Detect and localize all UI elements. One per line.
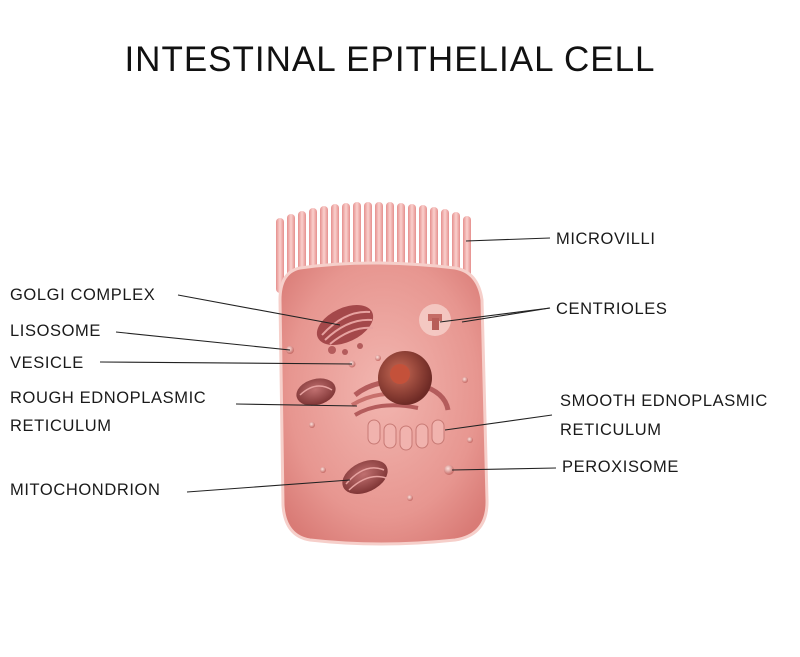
smooth-er: [367, 419, 445, 451]
label-smooth-er-line1: SMOOTH EDNOPLASMIC: [560, 392, 768, 410]
peroxisome: [444, 465, 454, 475]
leader-microvilli: [465, 237, 551, 242]
label-microvilli: MICROVILLI: [556, 230, 656, 248]
label-smooth-er-line2: RETICULUM: [560, 421, 662, 439]
golgi-complex: [316, 305, 374, 355]
leader-golgi: [177, 294, 341, 326]
centrioles: [419, 304, 451, 336]
leader-centrioles-b: [461, 307, 551, 323]
label-vesicle: VESICLE: [10, 354, 84, 372]
label-rough-er-line2: RETICULUM: [10, 417, 112, 435]
label-centrioles: CENTRIOLES: [556, 300, 668, 318]
mitochondrion-upper: [296, 378, 336, 406]
leader-peroxisome: [451, 467, 557, 471]
label-lisosome: LISOSOME: [10, 322, 101, 340]
leader-rough-er: [235, 403, 358, 407]
leader-centrioles-a: [439, 307, 551, 323]
nucleus: [378, 351, 432, 405]
leader-vesicle: [99, 361, 353, 365]
leader-lines: [99, 237, 557, 493]
leader-smooth-er: [444, 414, 553, 431]
label-golgi-complex: GOLGI COMPLEX: [10, 286, 156, 304]
diagram-title: INTESTINAL EPITHELIAL CELL: [124, 40, 656, 79]
label-peroxisome: PEROXISOME: [562, 458, 679, 476]
label-mitochondrion: MITOCHONDRION: [10, 481, 161, 499]
label-rough-er-line1: ROUGH EDNOPLASMIC: [10, 389, 207, 407]
leader-mitochondrion: [186, 479, 351, 493]
leader-lisosome: [115, 331, 291, 351]
mitochondrion-lower: [342, 460, 388, 494]
